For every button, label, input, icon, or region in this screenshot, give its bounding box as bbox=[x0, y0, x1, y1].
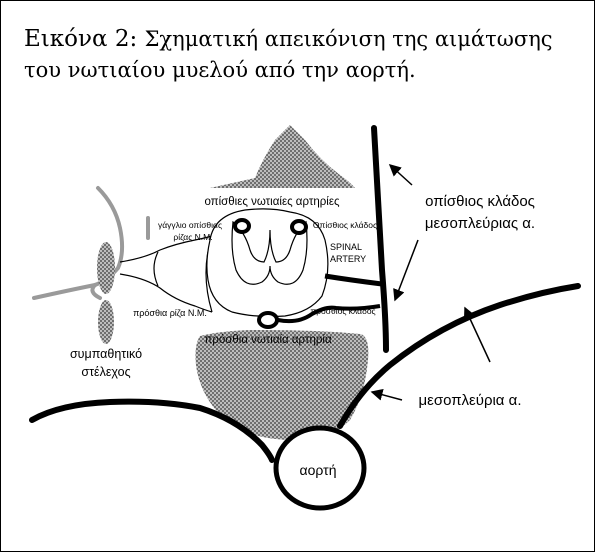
nerve-roots bbox=[120, 236, 212, 312]
label-sympathetic-trunk-1: συμπαθητικό bbox=[70, 347, 142, 361]
sympathetic-ganglion-lower bbox=[98, 300, 114, 344]
label-intercostal-artery: μεσοπλεύρια α. bbox=[418, 392, 521, 409]
spinal-nerve-lines bbox=[34, 188, 148, 298]
label-anterior-branch: πρόσθιος κλάδος bbox=[310, 306, 375, 316]
label-spinal-artery-1: SPINAL bbox=[330, 242, 362, 252]
spinal-artery-vessel bbox=[325, 276, 382, 284]
posterior-vertebral-region bbox=[210, 125, 355, 188]
label-posterior-spinal-arteries: οπίσθιες νωτιαίες αρτηρίες bbox=[204, 196, 340, 208]
sympathetic-ganglion-upper bbox=[97, 242, 115, 294]
spinal-cord bbox=[207, 209, 328, 317]
label-dorsal-root-ganglion-1: γάγγλιο οπίσθιας bbox=[158, 220, 222, 230]
label-spinal-artery-2: ARTERY bbox=[330, 254, 366, 264]
label-aorta: αορτή bbox=[300, 462, 337, 478]
label-sympathetic-trunk-2: στέλεχος bbox=[81, 365, 130, 379]
label-anterior-spinal-artery: πρόσθια νωτιαία αρτηρία bbox=[204, 334, 332, 346]
label-posterior-branch-intercostal-2: μεσοπλεύριας α. bbox=[425, 215, 535, 232]
label-posterior-branch-intercostal-1: οπίσθιος κλάδος bbox=[425, 193, 535, 210]
label-anterior-root: πρόσθια ρίζα Ν.Μ. bbox=[133, 308, 207, 318]
label-dorsal-root-ganglion-2: ρίζας Ν.Μ. bbox=[173, 232, 212, 242]
anterior-spinal-artery-ring bbox=[259, 313, 277, 327]
label-posterior-branch-small: Οπίσθιος κλάδος bbox=[313, 220, 377, 230]
posterior-branch-vessel bbox=[374, 128, 386, 350]
